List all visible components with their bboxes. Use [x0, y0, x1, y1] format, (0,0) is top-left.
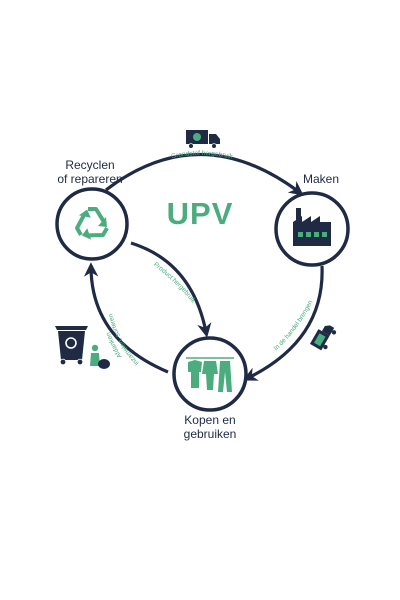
flow-arrow-recycle-to-buy: [130, 241, 212, 338]
delivery-truck-icon: [309, 325, 337, 351]
node-recycle-label-line2: of repareren: [57, 172, 123, 186]
flow-arrow-buy-to-recycle: [83, 262, 169, 374]
node-make-label: Maken: [296, 172, 346, 186]
flow-arrow-recycle-to-make: [105, 152, 304, 196]
truck-icon: [186, 130, 220, 149]
diagram-title: UPV: [166, 196, 234, 231]
factory-icon: [293, 208, 331, 246]
node-recycle-label-line1: Recyclen: [65, 158, 115, 172]
node-make-label-line1: Maken: [302, 172, 340, 186]
flow-arrow-make-to-buy: [242, 265, 324, 381]
clothing-icon: [186, 357, 234, 392]
node-buy-label: Kopen en gebruiken: [160, 413, 260, 441]
node-buy-label-line1: Kopen en: [184, 413, 236, 427]
waste-bin-icon: [55, 326, 110, 369]
node-recycle-label: Recyclen of repareren: [40, 158, 140, 186]
node-recycle-circle: [55, 187, 129, 261]
flow-label-top: Grondstof hergebruik: [171, 150, 234, 161]
recycle-icon: [75, 207, 109, 240]
node-buy-label-line2: gebruiken: [183, 427, 237, 441]
